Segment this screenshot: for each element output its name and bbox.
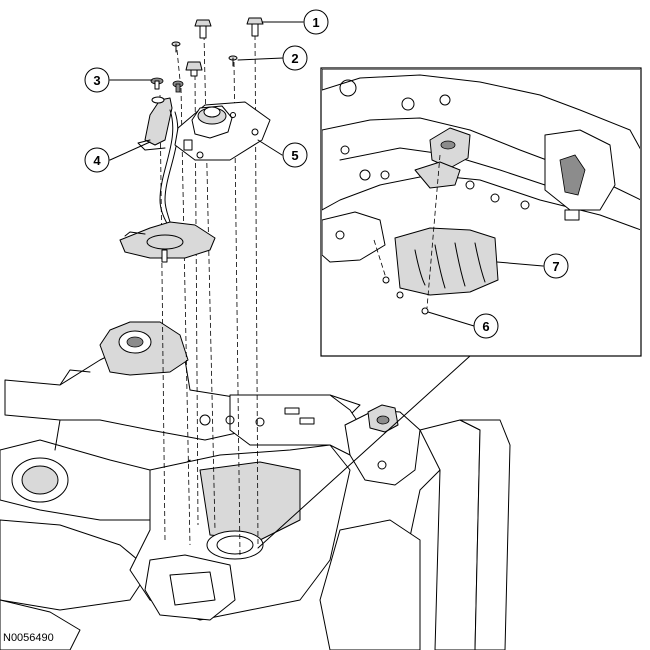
callout-4: 4 — [84, 147, 110, 173]
figure-code: N0056490 — [3, 632, 54, 644]
callout-1: 1 — [303, 9, 329, 35]
nut-icon — [185, 61, 203, 77]
inset-leader-line — [257, 355, 471, 549]
screw-icon — [228, 55, 238, 67]
clip-icon — [172, 80, 184, 93]
callout-6: 6 — [473, 313, 499, 339]
svg-text:4: 4 — [93, 153, 101, 168]
lower-bracket — [119, 221, 216, 263]
svg-text:5: 5 — [291, 148, 298, 163]
svg-text:6: 6 — [482, 319, 489, 334]
callout-5: 5 — [282, 142, 308, 168]
vehicle-frame — [0, 321, 511, 650]
callout-7: 7 — [543, 253, 569, 279]
bolt-icon — [194, 19, 212, 39]
svg-text:1: 1 — [312, 15, 319, 30]
callout-3: 3 — [84, 67, 110, 93]
svg-text:7: 7 — [552, 259, 559, 274]
harness-bracket — [137, 96, 179, 226]
bolt-icon — [246, 17, 264, 37]
svg-text:2: 2 — [291, 51, 298, 66]
svg-text:3: 3 — [93, 73, 100, 88]
push-pin-icon — [150, 77, 164, 90]
mount-plate — [174, 101, 271, 161]
fasteners — [150, 17, 264, 93]
callout-leaders — [109, 21, 544, 327]
pin-icon — [171, 41, 181, 53]
detail-inset — [320, 67, 642, 357]
callout-2: 2 — [282, 45, 308, 71]
